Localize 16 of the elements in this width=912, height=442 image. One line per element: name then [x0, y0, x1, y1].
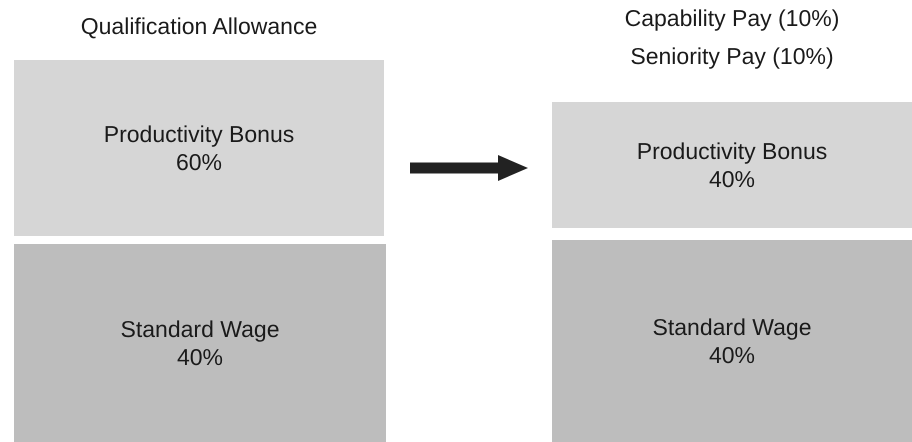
column-heading: Seniority Pay (10%) — [629, 42, 835, 70]
segment-label: Standard Wage — [652, 313, 812, 341]
column-heading: Qualification Allowance — [80, 12, 318, 40]
arrow — [410, 155, 528, 181]
wage-segment — [14, 244, 386, 442]
wage-segment — [552, 240, 912, 442]
segment-percent: 40% — [176, 343, 224, 371]
segment-label: Standard Wage — [120, 315, 280, 343]
column-heading: Capability Pay (10%) — [624, 4, 840, 32]
segment-percent: 60% — [176, 148, 222, 176]
wage-segment — [552, 102, 912, 228]
wage-segment — [14, 60, 384, 236]
segment-percent: 40% — [708, 341, 756, 369]
segment-percent: 40% — [708, 165, 756, 193]
segment-label: Productivity Bonus — [636, 137, 828, 165]
segment-label: Productivity Bonus — [104, 120, 294, 148]
